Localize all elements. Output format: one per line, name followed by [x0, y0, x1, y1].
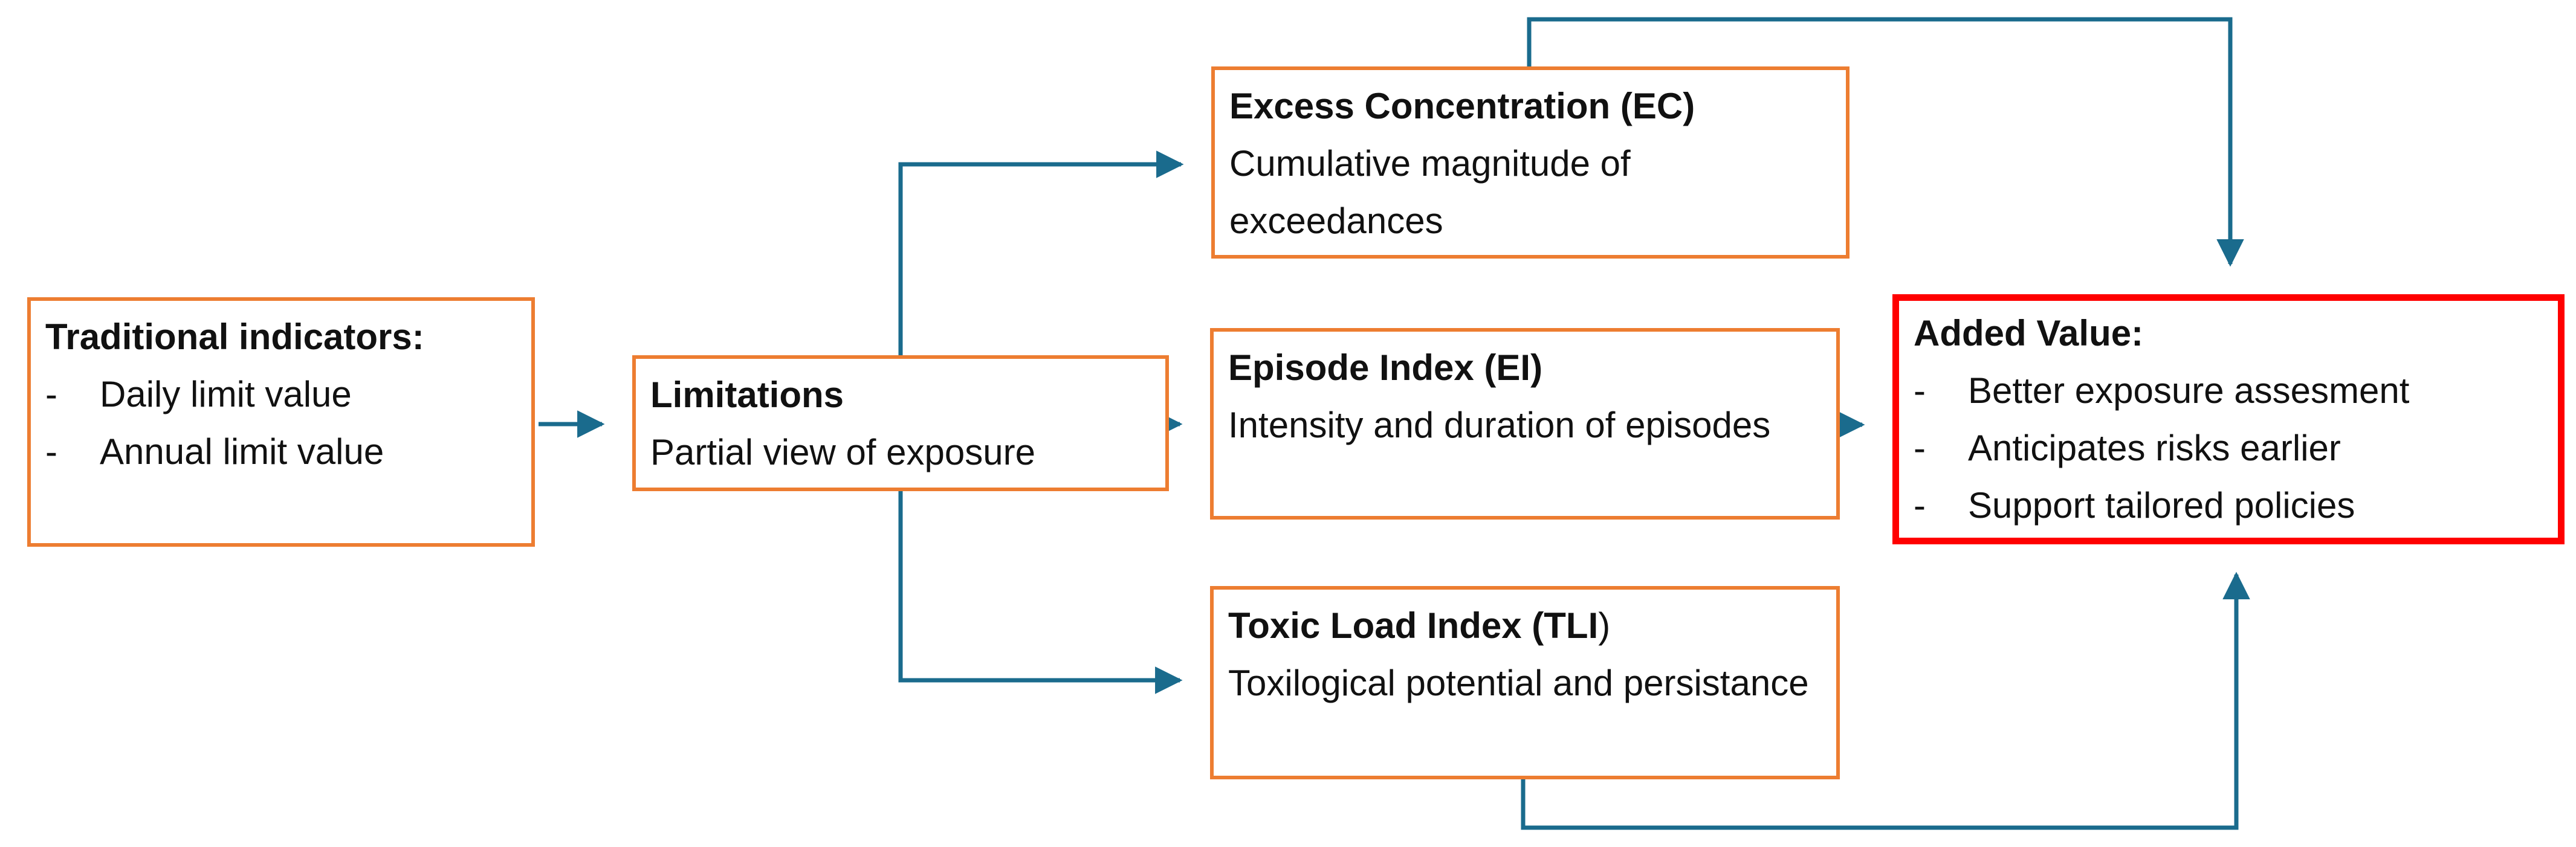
- limitations-body: Partial view of exposure: [650, 432, 1035, 472]
- box-limitations: Limitations Partial view of exposure: [632, 355, 1169, 491]
- list-item: - Anticipates risks earlier: [1914, 419, 2543, 477]
- toxic-load-index-body: Toxilogical potential and persistance: [1228, 663, 1809, 703]
- episode-index-title: Episode Index (EI): [1228, 347, 1543, 388]
- bullet-dash: -: [1914, 428, 1926, 468]
- traditional-indicators-title: Traditional indicators:: [45, 317, 424, 357]
- bullet-dash: -: [1914, 485, 1926, 526]
- excess-concentration-body: Cumulative magnitude of exceedances: [1229, 143, 1631, 241]
- box-toxic-load-index: Toxic Load Index (TLI) Toxilogical poten…: [1210, 586, 1840, 779]
- bullet-dash: -: [1914, 370, 1926, 411]
- added-value-bullet-2: Anticipates risks earlier: [1968, 428, 2341, 468]
- toxic-load-index-title: Toxic Load Index (TLI): [1228, 597, 1822, 654]
- excess-concentration-title: Excess Concentration (EC): [1229, 86, 1695, 126]
- list-item: - Support tailored policies: [1914, 477, 2543, 534]
- bullet-dash: -: [45, 431, 57, 472]
- limitations-title: Limitations: [650, 375, 844, 415]
- episode-index-body: Intensity and duration of episodes: [1228, 405, 1771, 445]
- list-item: - Better exposure assesment: [1914, 362, 2543, 419]
- box-added-value: Added Value: - Better exposure assesment…: [1892, 294, 2565, 544]
- connector-tli-to-added-value-bottom: [1521, 572, 2250, 830]
- connector-limitations-to-ec: [898, 150, 1184, 355]
- box-episode-index: Episode Index (EI) Intensity and duratio…: [1210, 328, 1840, 520]
- connector-limitations-to-tli: [898, 491, 1183, 694]
- added-value-bullet-3: Support tailored policies: [1968, 485, 2355, 526]
- added-value-title: Added Value:: [1914, 313, 2144, 353]
- toxic-load-index-title-tail: ): [1598, 605, 1611, 646]
- toxic-load-index-title-bold: Toxic Load Index (TLI: [1228, 605, 1599, 646]
- connector-ec-to-added-value-top: [1527, 17, 2244, 267]
- traditional-bullet-1: Daily limit value: [100, 374, 352, 414]
- list-item: - Daily limit value: [45, 366, 517, 423]
- box-traditional-indicators: Traditional indicators: - Daily limit va…: [27, 297, 535, 547]
- bullet-dash: -: [45, 374, 57, 414]
- list-item: - Annual limit value: [45, 423, 517, 480]
- added-value-bullet-1: Better exposure assesment: [1968, 370, 2410, 411]
- box-excess-concentration: Excess Concentration (EC) Cumulative mag…: [1211, 66, 1849, 259]
- traditional-bullet-2: Annual limit value: [100, 431, 384, 472]
